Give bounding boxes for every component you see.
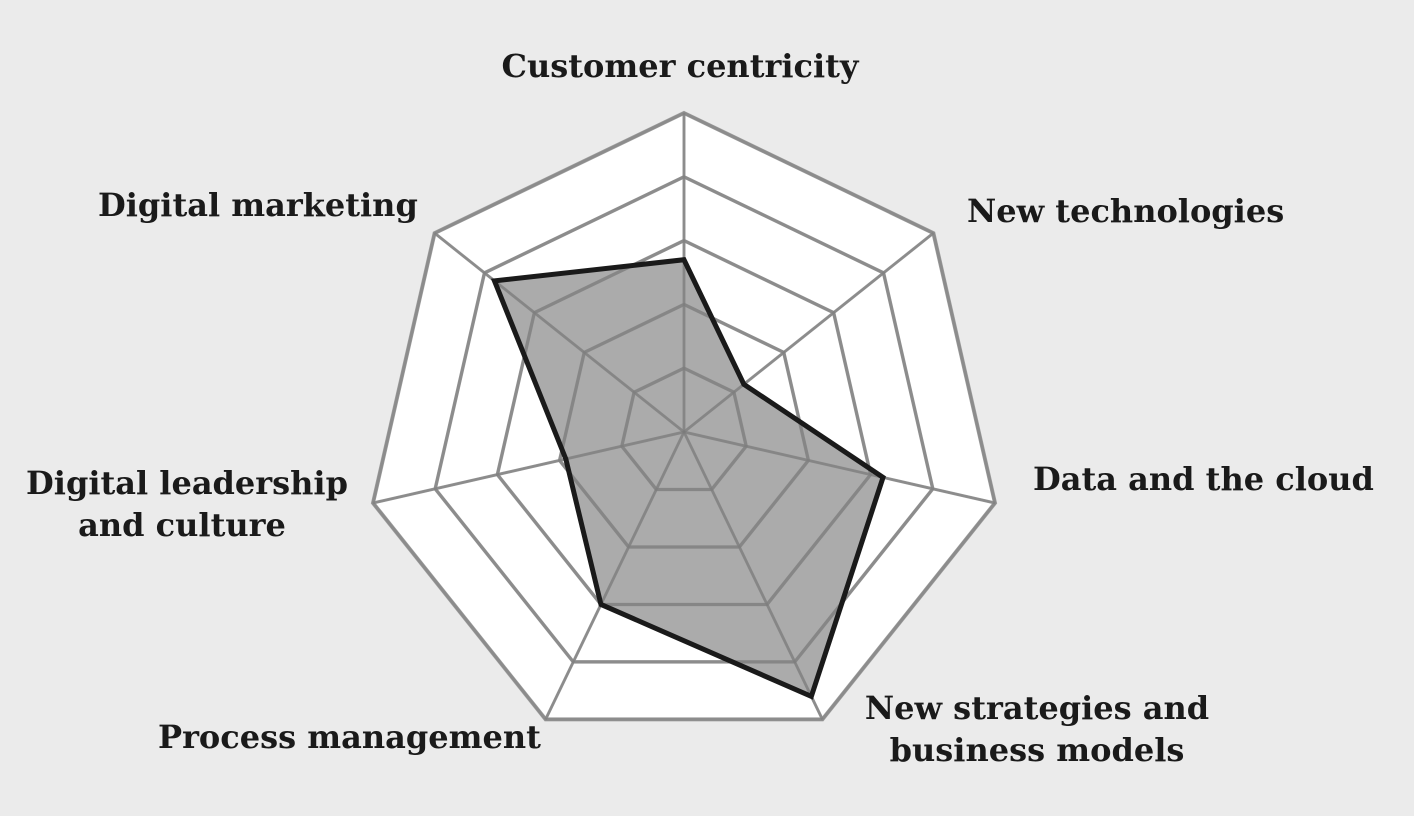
grid-spoke-overlay bbox=[372, 430, 685, 505]
grid-spoke-overlay bbox=[683, 232, 935, 433]
grid-ring-overlay bbox=[495, 238, 873, 606]
axis-label-process-management: Process management bbox=[158, 718, 541, 756]
grid-ring-overlay bbox=[371, 111, 997, 721]
grid-spoke-overlay bbox=[683, 430, 996, 505]
series-area bbox=[494, 259, 884, 697]
radar-series bbox=[371, 111, 997, 721]
grid-spoke-overlay bbox=[544, 431, 686, 720]
axis-labels: Customer centricity New technologies Dat… bbox=[26, 47, 1374, 769]
axis-label-data-and-cloud: Data and the cloud bbox=[1033, 460, 1374, 498]
grid-ring-overlay bbox=[557, 302, 811, 549]
grid-spoke-overlay bbox=[433, 232, 685, 433]
axis-label-customer-centricity: Customer centricity bbox=[501, 47, 859, 85]
axis-label-new-technologies: New technologies bbox=[967, 192, 1284, 230]
axis-label-digital-marketing: Digital marketing bbox=[98, 186, 418, 224]
grid-spoke-overlay bbox=[682, 431, 824, 720]
series-outline bbox=[490, 257, 887, 700]
grid-ring-overlay bbox=[620, 366, 748, 491]
grid-ring-overlay bbox=[433, 175, 935, 664]
